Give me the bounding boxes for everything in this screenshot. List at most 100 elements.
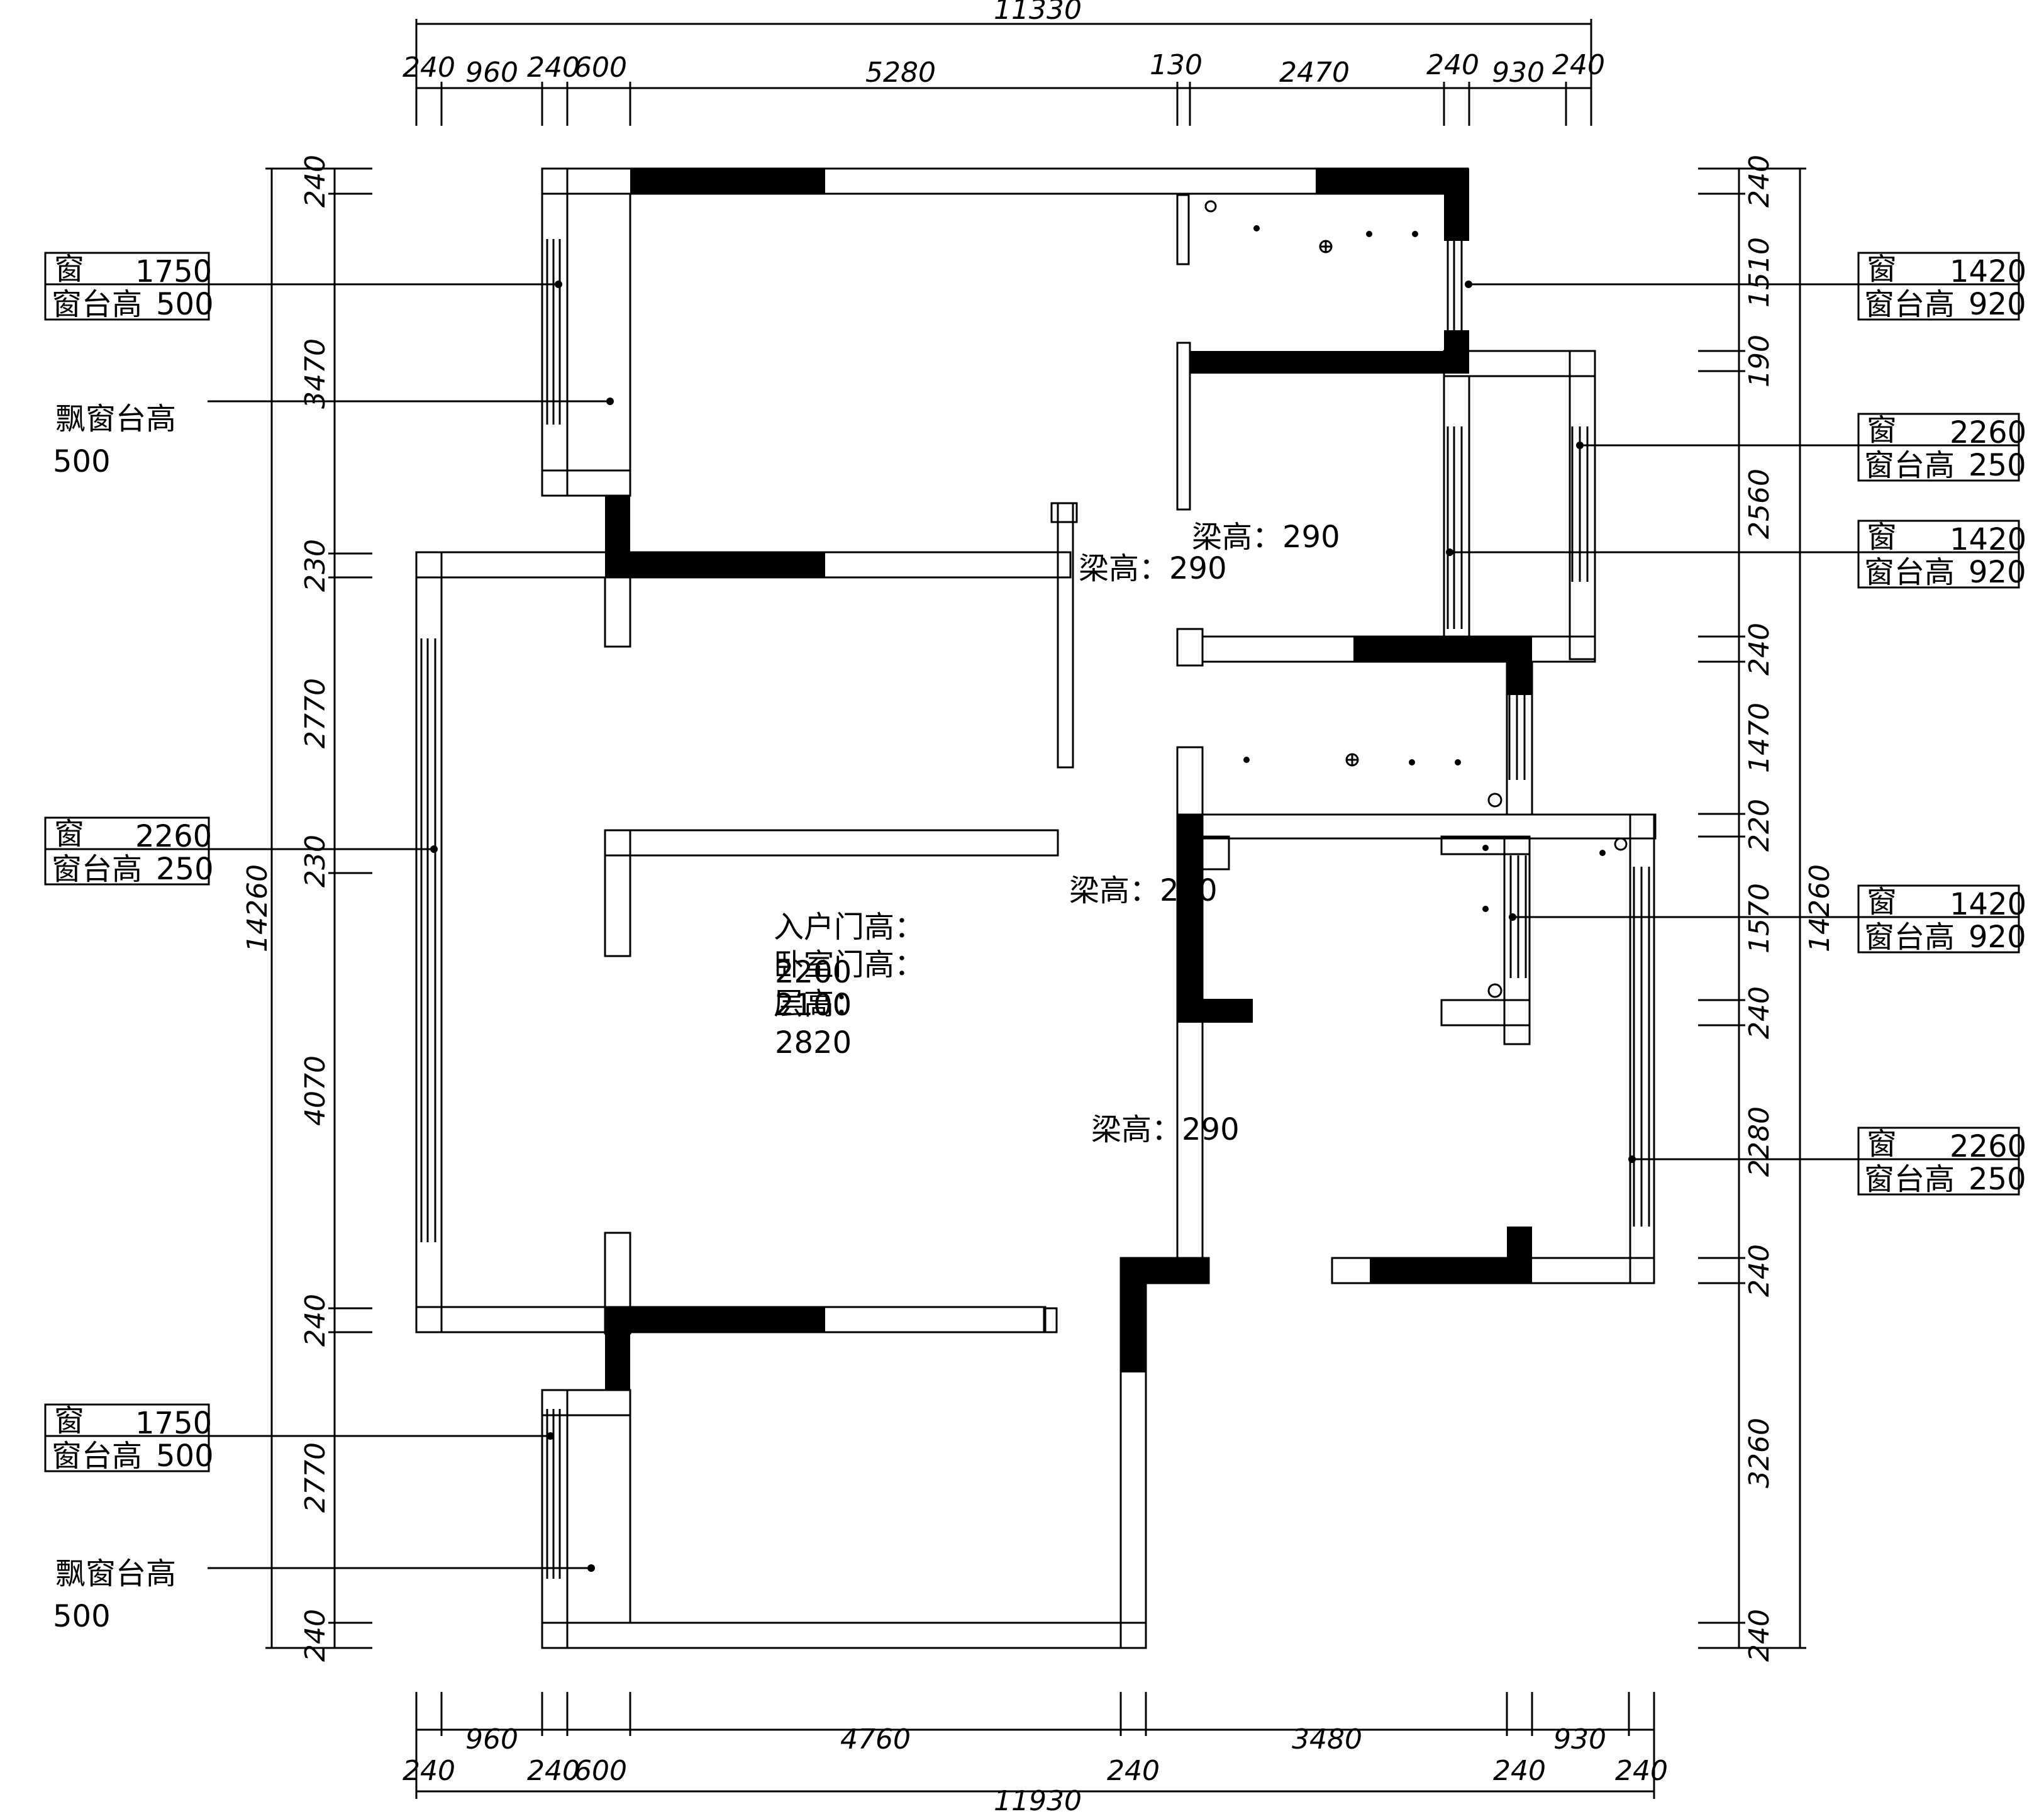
window-right-2-label: 窗 <box>1867 413 1897 448</box>
window-right-1-label: 窗 <box>1867 252 1897 287</box>
dim-bottom-8: 240 <box>1493 1755 1546 1787</box>
entry-door-height-value: 2200 <box>775 955 852 990</box>
window-symbols <box>420 239 1650 1579</box>
dim-left-3: 230 <box>299 539 331 592</box>
dimension-lines <box>265 19 1806 1799</box>
window-left-top-label: 窗 <box>54 252 84 287</box>
window-right-4-label: 窗 <box>1867 884 1897 920</box>
dim-top-6: 130 <box>1150 49 1203 81</box>
dim-top-8: 240 <box>1426 49 1479 81</box>
dim-top-total: 11330 <box>994 0 1082 26</box>
dim-bottom-9: 930 <box>1553 1723 1606 1756</box>
dim-right-total: 14260 <box>1804 864 1836 952</box>
dim-bottom-1: 240 <box>403 1755 455 1787</box>
window-right-2-width: 2260 <box>1950 415 2026 450</box>
window-left-mid-sill-label: 窗台高 <box>52 852 142 887</box>
bay-window-sills <box>566 192 631 1624</box>
window-right-1-sill: 920 <box>1969 287 2026 322</box>
window-right-1-sill-label: 窗台高 <box>1864 287 1955 322</box>
label-boxes <box>44 252 2020 1472</box>
dim-top-3: 240 <box>527 52 580 84</box>
window-right-3-sill: 920 <box>1969 555 2026 590</box>
window-left-top-sill-label: 窗台高 <box>52 287 142 322</box>
dim-top-9: 930 <box>1492 57 1545 89</box>
window-right-5-label: 窗 <box>1867 1127 1897 1162</box>
dim-bottom-total: 11930 <box>994 1785 1082 1814</box>
beam-label-2: 梁高：290 <box>1079 551 1227 586</box>
window-right-3-sill-label: 窗台高 <box>1864 555 1955 590</box>
dim-left-total: 14260 <box>242 864 274 952</box>
window-right-5-sill-label: 窗台高 <box>1864 1162 1955 1197</box>
dim-left-8: 2770 <box>299 1442 331 1513</box>
dim-bottom-4: 600 <box>574 1755 627 1787</box>
dim-bottom-5: 4760 <box>840 1723 911 1756</box>
window-left-top-sill: 500 <box>156 287 214 322</box>
window-left-mid-width: 2260 <box>135 819 212 854</box>
dim-right-4: 2560 <box>1743 469 1775 539</box>
bay-window-labels: 飘窗台高 500 飘窗台高 500 <box>53 401 176 1634</box>
dim-top-10: 240 <box>1552 49 1605 81</box>
window-right-3-label: 窗 <box>1867 520 1897 555</box>
dim-left-2: 3470 <box>299 338 331 409</box>
fixtures <box>1201 200 1628 998</box>
bay-window-top-label: 飘窗台高 <box>55 401 176 437</box>
window-left-bot-sill: 500 <box>156 1438 214 1474</box>
fixture-dots <box>430 225 1636 1572</box>
window-left-bot-label: 窗 <box>54 1403 84 1438</box>
window-left-top-width: 1750 <box>135 254 212 289</box>
window-labels: 窗 1750 窗台高 500 窗 2260 窗台高 250 窗 1750 窗台高… <box>52 252 2026 1474</box>
window-right-2-sill-label: 窗台高 <box>1864 448 1955 483</box>
dim-right-6: 1470 <box>1743 703 1775 773</box>
dimension-labels: 11330 240 960 240 600 5280 130 2470 240 … <box>242 0 1836 1814</box>
beam-labels: 梁高：290 梁高：290 梁高：290 梁高：290 <box>1069 520 1340 1147</box>
dim-top-1: 240 <box>403 52 455 84</box>
floor-height-label: 层高： <box>774 986 864 1021</box>
window-left-bot-width: 1750 <box>135 1406 212 1441</box>
dim-bottom-3: 240 <box>527 1755 580 1787</box>
window-right-1-width: 1420 <box>1950 254 2026 289</box>
dim-left-4: 2770 <box>299 678 331 748</box>
window-right-4-sill: 920 <box>1969 920 2026 955</box>
beam-label-3: 梁高：290 <box>1069 873 1218 908</box>
walls-outline <box>415 167 1657 1649</box>
dim-bottom-10: 240 <box>1615 1755 1668 1787</box>
beam-label-4: 梁高：290 <box>1091 1112 1240 1147</box>
height-notes: 入户门高： 2200 卧室门高： 2100 层高： 2820 <box>774 910 925 1060</box>
window-right-5-sill: 250 <box>1969 1162 2026 1197</box>
bay-window-bottom-label: 飘窗台高 <box>55 1556 176 1591</box>
dim-right-5: 240 <box>1743 623 1775 676</box>
dim-right-10: 2280 <box>1743 1106 1775 1177</box>
dim-bottom-6: 240 <box>1107 1755 1160 1787</box>
dim-right-3: 190 <box>1743 335 1775 387</box>
bedroom-door-height-value: 2100 <box>775 988 852 1023</box>
dim-right-12: 3260 <box>1743 1418 1775 1488</box>
dim-left-7: 240 <box>299 1294 331 1347</box>
window-right-4-width: 1420 <box>1950 887 2026 922</box>
window-right-2-sill: 250 <box>1969 448 2026 483</box>
dim-top-2: 960 <box>465 57 518 89</box>
bay-window-bottom-value: 500 <box>53 1599 111 1634</box>
structural-walls <box>605 169 1532 1390</box>
dim-left-6: 4070 <box>299 1055 331 1126</box>
dim-bottom-7: 3480 <box>1292 1723 1362 1756</box>
dim-right-11: 240 <box>1743 1244 1775 1297</box>
dim-right-2: 1510 <box>1743 237 1775 308</box>
dim-left-5: 230 <box>299 835 331 888</box>
window-right-4-sill-label: 窗台高 <box>1864 920 1955 955</box>
bay-window-top-value: 500 <box>53 444 111 479</box>
window-right-3-width: 1420 <box>1950 522 2026 557</box>
window-left-bot-sill-label: 窗台高 <box>52 1438 142 1474</box>
leader-lines <box>208 283 1858 1569</box>
bedroom-door-height-label: 卧室门高： <box>774 947 925 982</box>
dim-left-1: 240 <box>299 155 331 208</box>
dim-bottom-2: 960 <box>465 1723 518 1756</box>
dim-top-7: 2470 <box>1279 57 1350 89</box>
dim-left-9: 240 <box>299 1609 331 1662</box>
dim-top-4: 600 <box>574 52 627 84</box>
dim-right-9: 240 <box>1743 986 1775 1039</box>
window-right-5-width: 2260 <box>1950 1129 2026 1164</box>
dim-top-5: 5280 <box>865 57 936 89</box>
window-left-mid-sill: 250 <box>156 852 214 887</box>
dim-right-13: 240 <box>1743 1609 1775 1662</box>
